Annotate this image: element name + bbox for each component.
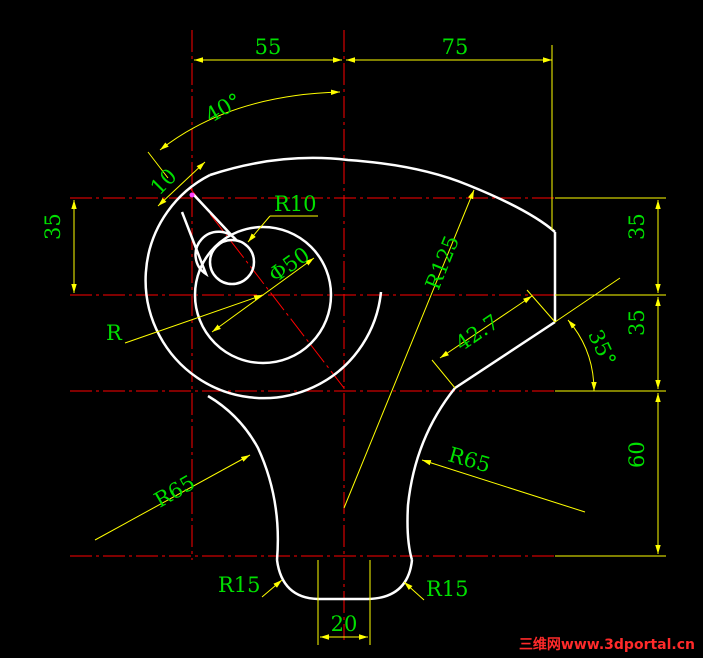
label-r15-right: R15 [426, 577, 469, 601]
slot-outline [180, 193, 239, 278]
angle-35-arc [567, 319, 597, 392]
leader-r15-right [403, 581, 425, 601]
label-20: 20 [331, 612, 358, 636]
leader-r [124, 294, 264, 344]
ext-35-angle [554, 277, 621, 323]
part-outline [144, 156, 557, 601]
label-42-7: 42.7 [451, 310, 503, 356]
center-lines [70, 30, 650, 640]
outer-boss-arc [144, 173, 383, 400]
label-55: 55 [255, 35, 282, 59]
centerline-diagonal [189, 187, 345, 389]
label-right-35-a: 35 [625, 213, 649, 240]
label-r65-right: R65 [446, 443, 494, 478]
label-10: 10 [146, 164, 182, 200]
leader-r65-right [421, 459, 586, 513]
leader-r65-left [94, 454, 251, 541]
dimension-labels: 55 75 40° 10 R10 Φ50 R R125 42.7 35° 35 … [41, 35, 649, 636]
label-r15-left: R15 [218, 573, 261, 597]
dim-line-10 [157, 161, 206, 207]
label-r10: R10 [274, 192, 317, 216]
left-blend-arc [207, 394, 280, 561]
label-right-60: 60 [625, 441, 649, 468]
leader-r15-left [261, 579, 283, 598]
label-left-35: 35 [41, 213, 65, 240]
label-angle-40: 40° [201, 88, 245, 127]
label-phi50: Φ50 [264, 242, 314, 287]
dim-line-42-7 [439, 295, 533, 359]
left-fillet [275, 559, 319, 601]
dim-line-r125 [343, 189, 475, 509]
leader-r10-b [247, 215, 271, 243]
dimension-lines [71, 45, 666, 645]
angle-40-arc [159, 89, 341, 151]
label-r125: R125 [421, 232, 464, 293]
label-75: 75 [442, 35, 469, 59]
label-r: R [106, 321, 123, 345]
label-right-35-b: 35 [625, 309, 649, 336]
right-fillet [367, 559, 414, 601]
right-blend-arc [406, 387, 456, 561]
ext-42-7-a [431, 359, 456, 389]
snap-marker [189, 192, 195, 198]
label-angle-35: 35° [583, 326, 620, 370]
ext-42-7-b [526, 289, 556, 323]
watermark: 三维网www.3dportal.cn [518, 637, 695, 653]
top-arc [209, 156, 556, 233]
bore-circle [193, 225, 333, 365]
